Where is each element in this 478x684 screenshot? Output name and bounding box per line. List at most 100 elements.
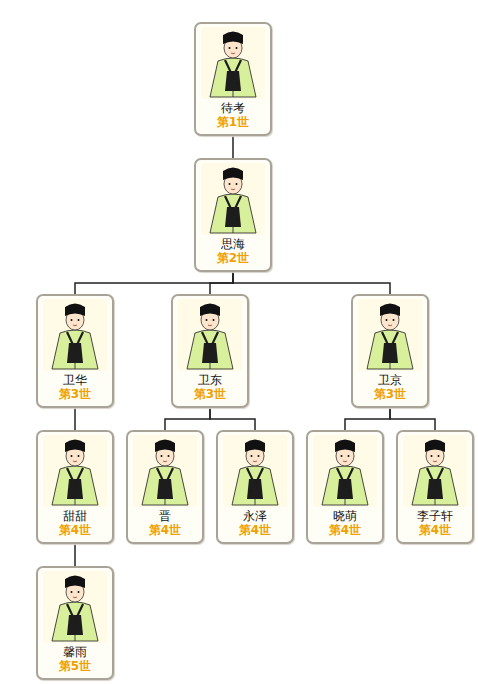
person-figure — [223, 435, 287, 507]
hat — [335, 440, 355, 453]
hat — [200, 304, 220, 317]
collar — [225, 60, 241, 77]
robe-fold — [255, 499, 256, 505]
family-link — [74, 544, 76, 566]
person-figure — [43, 435, 107, 507]
person-card: 李子轩第4世 — [396, 430, 474, 544]
mouth — [73, 597, 77, 599]
person-card: 卫华第3世 — [36, 294, 114, 408]
family-link — [233, 272, 390, 294]
person-card: 永泽第4世 — [216, 430, 294, 544]
robe-fold — [75, 363, 76, 369]
person-figure — [313, 435, 377, 507]
robe — [412, 466, 458, 505]
person-name: 晋 — [157, 509, 173, 523]
collar — [427, 468, 443, 485]
hat — [65, 304, 85, 317]
person-name: 思海 — [219, 237, 247, 251]
generation-label: 第1世 — [215, 115, 251, 129]
robe-fold — [233, 227, 234, 233]
person-card: 甜甜第4世 — [36, 430, 114, 544]
mouth — [208, 325, 212, 327]
generation-label: 第5世 — [57, 659, 93, 673]
robe — [367, 330, 413, 369]
mouth — [253, 461, 257, 463]
person-name: 晓萌 — [331, 509, 359, 523]
generation-label: 第4世 — [237, 523, 273, 537]
person-figure — [358, 299, 422, 371]
generation-label: 第4世 — [327, 523, 363, 537]
collar — [67, 604, 83, 621]
person-card: 馨雨第5世 — [36, 566, 114, 680]
mouth — [231, 189, 235, 191]
collar — [337, 468, 353, 485]
generation-label: 第3世 — [192, 387, 228, 401]
robe-fold — [345, 499, 346, 505]
hat — [245, 440, 265, 453]
robe-fold — [435, 499, 436, 505]
eye — [348, 455, 350, 457]
sleeves — [337, 479, 353, 499]
eye — [78, 591, 80, 593]
person-name: 卫京 — [376, 373, 404, 387]
person-figure — [403, 435, 467, 507]
robe-fold — [390, 363, 391, 369]
collar — [67, 468, 83, 485]
sleeves — [67, 615, 83, 635]
robe — [142, 466, 188, 505]
sleeves — [247, 479, 263, 499]
person-card: 卫京第3世 — [351, 294, 429, 408]
hat — [155, 440, 175, 453]
person-name: 卫华 — [61, 373, 89, 387]
robe — [210, 194, 256, 233]
eye — [393, 319, 395, 321]
eye — [78, 319, 80, 321]
person-card: 晋第4世 — [126, 430, 204, 544]
eye — [206, 319, 208, 321]
sleeves — [225, 71, 241, 91]
person-figure — [43, 299, 107, 371]
robe-fold — [210, 363, 211, 369]
person-name: 待考 — [219, 101, 247, 115]
mouth — [231, 53, 235, 55]
family-link — [74, 408, 76, 430]
generation-label: 第3世 — [57, 387, 93, 401]
family-link — [210, 272, 233, 294]
robe — [52, 330, 98, 369]
person-name: 李子轩 — [415, 509, 455, 523]
person-card: 待考第1世 — [194, 22, 272, 136]
person-name: 甜甜 — [61, 509, 89, 523]
mouth — [388, 325, 392, 327]
collar — [67, 332, 83, 349]
robe-fold — [75, 499, 76, 505]
generation-label: 第4世 — [417, 523, 453, 537]
sleeves — [225, 207, 241, 227]
eye — [236, 183, 238, 185]
person-figure — [43, 571, 107, 643]
eye — [161, 455, 163, 457]
sleeves — [202, 343, 218, 363]
robe-fold — [233, 91, 234, 97]
generation-label: 第2世 — [215, 251, 251, 265]
eye — [71, 319, 73, 321]
person-figure — [201, 27, 265, 99]
person-name: 永泽 — [241, 509, 269, 523]
family-link — [345, 408, 390, 430]
person-figure — [133, 435, 197, 507]
eye — [229, 183, 231, 185]
generation-label: 第4世 — [57, 523, 93, 537]
hat — [223, 168, 243, 181]
eye — [71, 591, 73, 593]
robe — [210, 58, 256, 97]
mouth — [73, 461, 77, 463]
eye — [78, 455, 80, 457]
robe — [187, 330, 233, 369]
person-figure — [201, 163, 265, 235]
collar — [202, 332, 218, 349]
person-card: 卫东第3世 — [171, 294, 249, 408]
eye — [229, 47, 231, 49]
sleeves — [382, 343, 398, 363]
eye — [431, 455, 433, 457]
sleeves — [157, 479, 173, 499]
